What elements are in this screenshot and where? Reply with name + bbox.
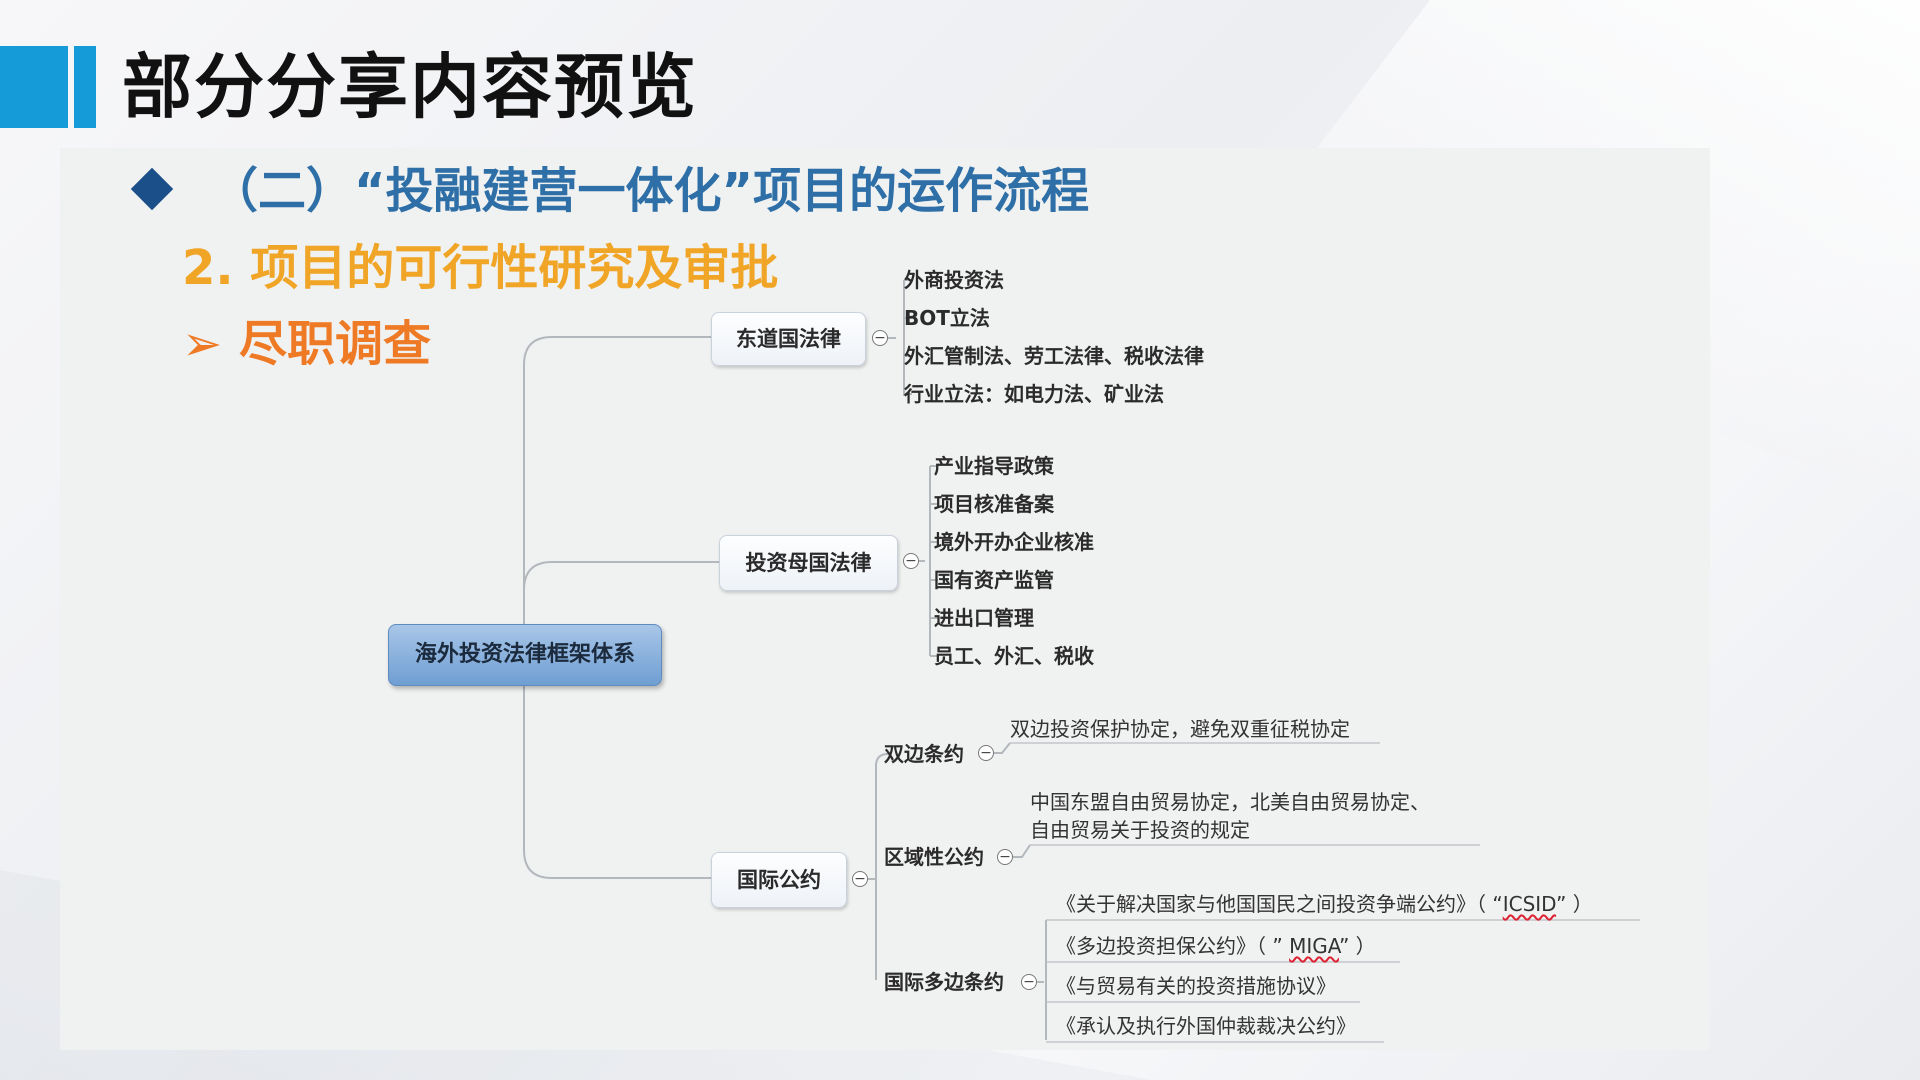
treaty-item: 《与贸易有关的投资措施协议》 xyxy=(1056,974,1336,998)
section-title: （二）“投融建营一体化”项目的运作流程 xyxy=(210,163,1090,219)
leaf-item: 进出口管理 xyxy=(934,606,1034,630)
branch-node-host-country-law[interactable]: 东道国法律 xyxy=(711,312,866,366)
treaty-item: 《承认及执行外国仲裁裁决公约》 xyxy=(1056,1014,1356,1038)
collapse-icon[interactable]: − xyxy=(1021,974,1037,990)
mindmap-root-node[interactable]: 海外投资法律框架体系 xyxy=(388,624,662,686)
sub-node-bilateral-treaties[interactable]: 双边条约 xyxy=(884,742,964,766)
page-title: 部分分享内容预览 xyxy=(122,46,698,128)
treaty-item: 自由贸易关于投资的规定 xyxy=(1030,818,1250,842)
subsection-title: 2. 项目的可行性研究及审批 xyxy=(182,240,779,296)
topic-heading: ➢ 尽职调查 xyxy=(182,308,431,380)
branch-node-international-conventions[interactable]: 国际公约 xyxy=(711,852,847,908)
collapse-icon[interactable]: − xyxy=(852,871,868,887)
arrow-bullet-icon: ➢ xyxy=(182,316,223,372)
leaf-item: 产业指导政策 xyxy=(934,454,1054,478)
collapse-icon[interactable]: − xyxy=(903,553,919,569)
leaf-item: BOT立法 xyxy=(904,306,990,330)
branch-node-home-country-law[interactable]: 投资母国法律 xyxy=(719,535,898,591)
treaty-item: 中国东盟自由贸易协定，北美自由贸易协定、 xyxy=(1030,790,1430,814)
collapse-icon[interactable]: − xyxy=(872,330,888,346)
leaf-item: 员工、外汇、税收 xyxy=(934,644,1094,668)
leaf-item: 项目核准备案 xyxy=(934,492,1054,516)
leaf-item: 行业立法：如电力法、矿业法 xyxy=(904,382,1164,406)
collapse-icon[interactable]: − xyxy=(997,849,1013,865)
title-accent-bar xyxy=(0,46,68,128)
sub-node-multilateral-treaties[interactable]: 国际多边条约 xyxy=(884,970,1004,994)
treaty-item: 双边投资保护协定，避免双重征税协定 xyxy=(1010,717,1350,741)
treaty-item: 《多边投资担保公约》（ ” MIGA” ） xyxy=(1056,934,1376,958)
topic-label: 尽职调查 xyxy=(238,316,431,372)
title-accent-bar-thin xyxy=(74,46,96,128)
leaf-item: 境外开办企业核准 xyxy=(934,530,1094,554)
treaty-item: 《关于解决国家与他国国民之间投资争端公约》（ “ICSID” ） xyxy=(1056,892,1593,916)
collapse-icon[interactable]: − xyxy=(978,745,994,761)
leaf-item: 国有资产监管 xyxy=(934,568,1054,592)
leaf-item: 外汇管制法、劳工法律、税收法律 xyxy=(904,344,1204,368)
leaf-item: 外商投资法 xyxy=(904,268,1004,292)
mindmap-image-panel xyxy=(60,148,1710,1050)
sub-node-regional-conventions[interactable]: 区域性公约 xyxy=(884,845,984,869)
